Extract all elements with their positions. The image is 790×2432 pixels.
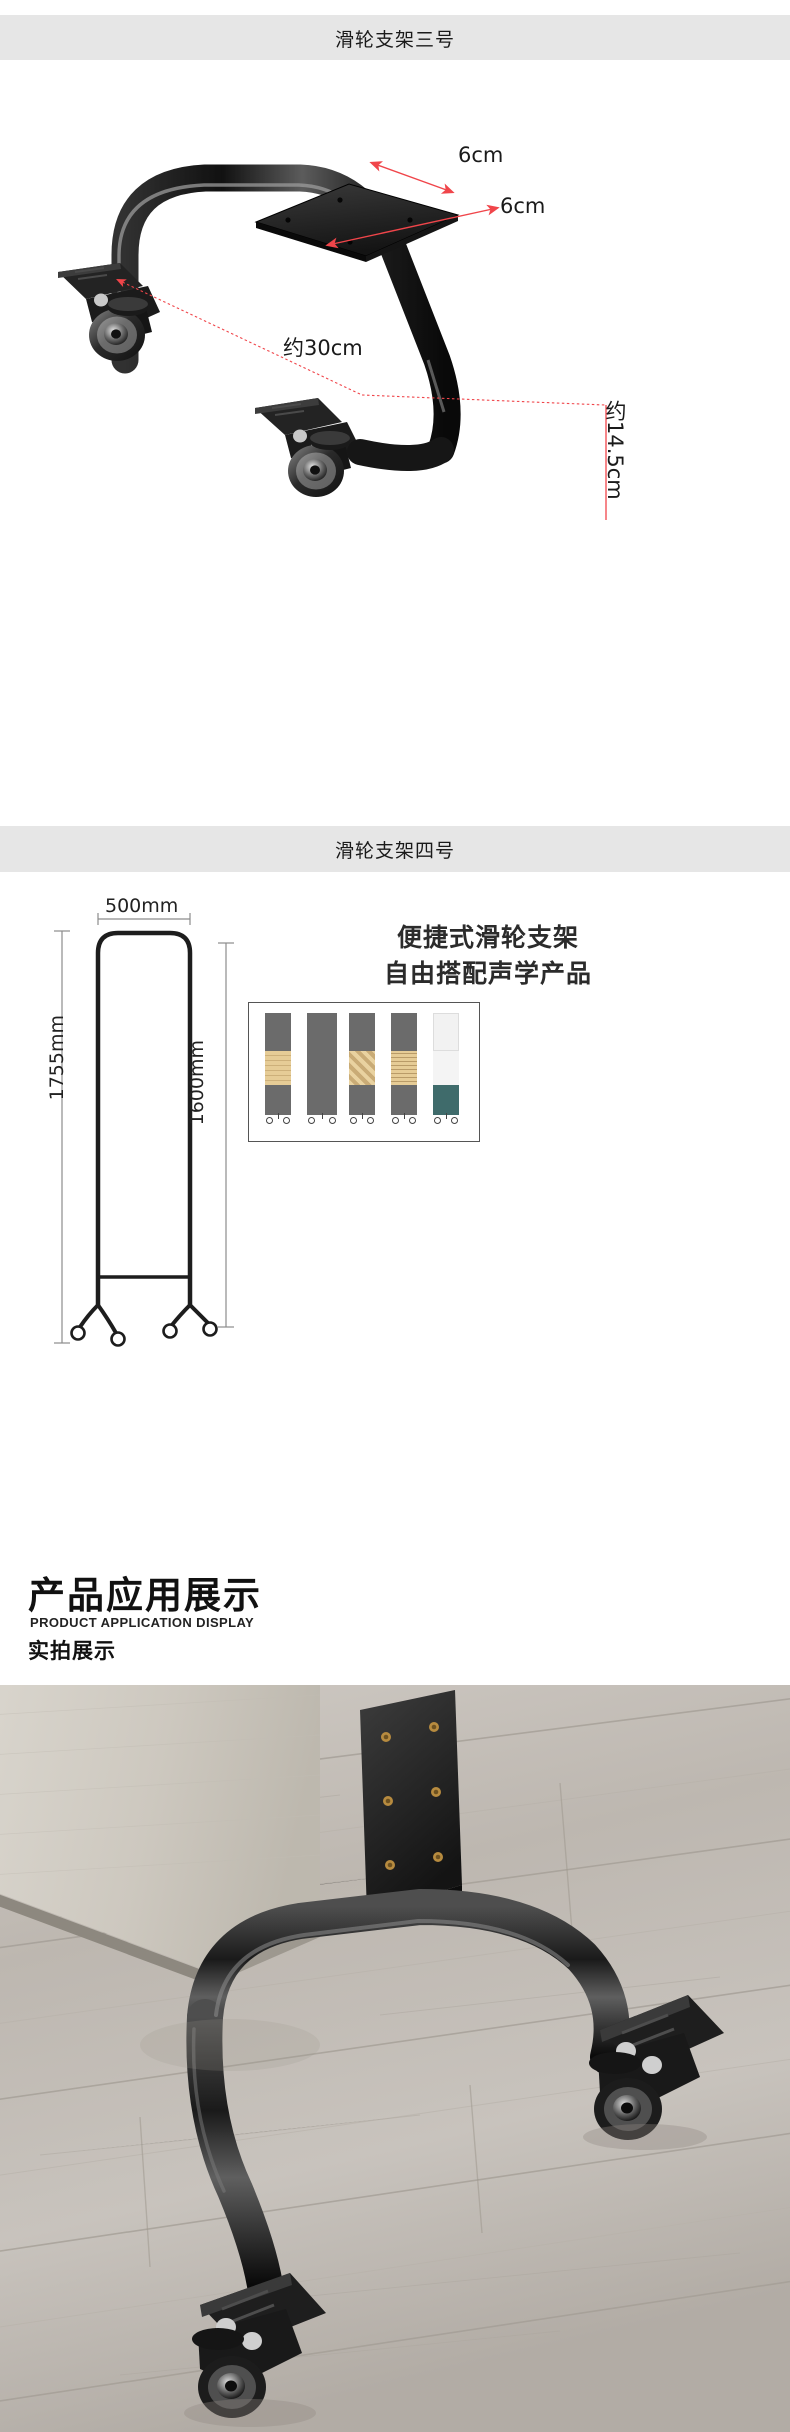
bracket4-diagram-and-promo: 500mm 1755mm 1600mm 便捷式滑轮支架 自由搭配声学产品 bbox=[0, 885, 790, 1405]
dimension-label-height: 约14.5cm bbox=[603, 400, 627, 500]
bracket3-photo: 6cm 6cm 约30cm 约14.5cm bbox=[0, 60, 790, 559]
caster-right-installed bbox=[589, 1995, 724, 2140]
caster-left bbox=[58, 263, 160, 361]
promo-block: 便捷式滑轮支架 自由搭配声学产品 bbox=[248, 920, 728, 1142]
application-title-cn: 产品应用展示 bbox=[28, 1574, 262, 1617]
frame-line-drawing bbox=[54, 913, 234, 1347]
dimension-label-plate-depth: 6cm bbox=[500, 194, 546, 218]
acoustic-panel-1 bbox=[265, 1013, 291, 1127]
application-subtitle-cn: 实拍展示 bbox=[28, 1639, 116, 1663]
acoustic-panel-2 bbox=[307, 1013, 337, 1127]
dimension-label-panel-height: 1600mm bbox=[186, 1040, 208, 1126]
promo-headline-line2: 自由搭配声学产品 bbox=[383, 958, 592, 988]
promo-thumbnail bbox=[248, 1002, 480, 1142]
section-title-text: 滑轮支架三号 bbox=[334, 28, 455, 51]
acoustic-panel-3 bbox=[349, 1013, 375, 1127]
section-title-text: 滑轮支架四号 bbox=[334, 839, 455, 862]
dimension-label-span: 约30cm bbox=[283, 336, 363, 360]
dimension-label-total-height: 1755mm bbox=[46, 1015, 68, 1101]
acoustic-panel-5 bbox=[433, 1013, 459, 1127]
acoustic-panel-4 bbox=[391, 1013, 417, 1127]
promo-headline-line1: 便捷式滑轮支架 bbox=[396, 923, 579, 952]
real-photo-bracket-installed bbox=[0, 1685, 790, 2432]
caster-right bbox=[255, 398, 454, 497]
application-title-en: PRODUCT APPLICATION DISPLAY bbox=[30, 1615, 255, 1630]
bracket3-illustration bbox=[58, 161, 614, 559]
mounting-plate-installed bbox=[360, 1690, 462, 1923]
section-header-bracket3: 滑轮支架三号 bbox=[0, 15, 790, 61]
dimension-label-plate-width: 6cm bbox=[458, 143, 504, 167]
dimension-label-width: 500mm bbox=[105, 895, 179, 917]
section-header-bracket4: 滑轮支架四号 bbox=[0, 826, 790, 872]
installed-bracket-photo bbox=[0, 1685, 790, 2432]
application-heading-block: 产品应用展示 PRODUCT APPLICATION DISPLAY bbox=[0, 1565, 790, 1675]
caster-front-installed bbox=[192, 2273, 326, 2418]
